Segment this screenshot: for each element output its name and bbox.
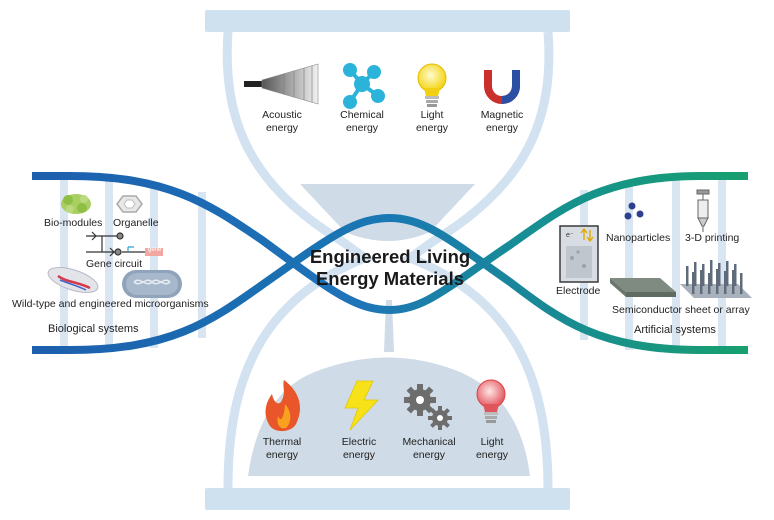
printing-nozzle-icon: [696, 189, 710, 232]
label-electrode: Electrode: [556, 285, 601, 297]
svg-text:e⁻: e⁻: [566, 232, 574, 239]
dna-strand-top: [32, 172, 748, 315]
label-microorganisms: Wild-type and engineered microorganisms: [12, 298, 209, 310]
label-bio-modules: Bio-modules: [44, 217, 103, 229]
title-line-2: Energy Materials: [315, 268, 465, 289]
lightning-bolt-icon: [344, 380, 379, 431]
semiconductor-sheet-icon: [610, 278, 676, 297]
flame-icon: [265, 380, 300, 432]
lightbulb-red-icon: [476, 379, 506, 423]
section-biological-systems: Biological systems: [48, 323, 139, 335]
label-gene-tag: gene: [148, 247, 162, 253]
gene-circuit-icon: [86, 231, 163, 257]
label-3d-printing: 3-D printing: [685, 232, 740, 244]
microorganism-capsule-icon: [122, 270, 182, 298]
diagram-title: Engineered Living Energy Materials: [292, 246, 488, 290]
gears-icon: [404, 384, 452, 430]
lightbulb-yellow-icon: [417, 63, 447, 107]
section-artificial-systems: Artificial systems: [634, 324, 716, 336]
title-line-1: Engineered Living: [309, 246, 471, 267]
label-organelle: Organelle: [113, 217, 159, 229]
label-semiconductor: Semiconductor sheet or array: [612, 304, 750, 316]
horseshoe-magnet-icon: [484, 70, 520, 104]
microorganism-rod-icon: [47, 267, 99, 293]
dna-helix: [32, 172, 748, 354]
dna-strand-bottom: [32, 213, 748, 354]
nanoparticles-icon: [624, 202, 644, 220]
bio-modules-icon: [61, 194, 91, 214]
hourglass: [205, 10, 570, 510]
electrode-icon: e⁻: [559, 225, 599, 283]
acoustic-horn-icon: [244, 63, 319, 105]
label-gene-circuit: Gene circuit: [86, 258, 143, 270]
organelle-icon: [116, 195, 143, 213]
label-nanoparticles: Nanoparticles: [606, 232, 671, 244]
semiconductor-array-icon: [680, 260, 752, 298]
molecule-icon: [343, 63, 385, 109]
